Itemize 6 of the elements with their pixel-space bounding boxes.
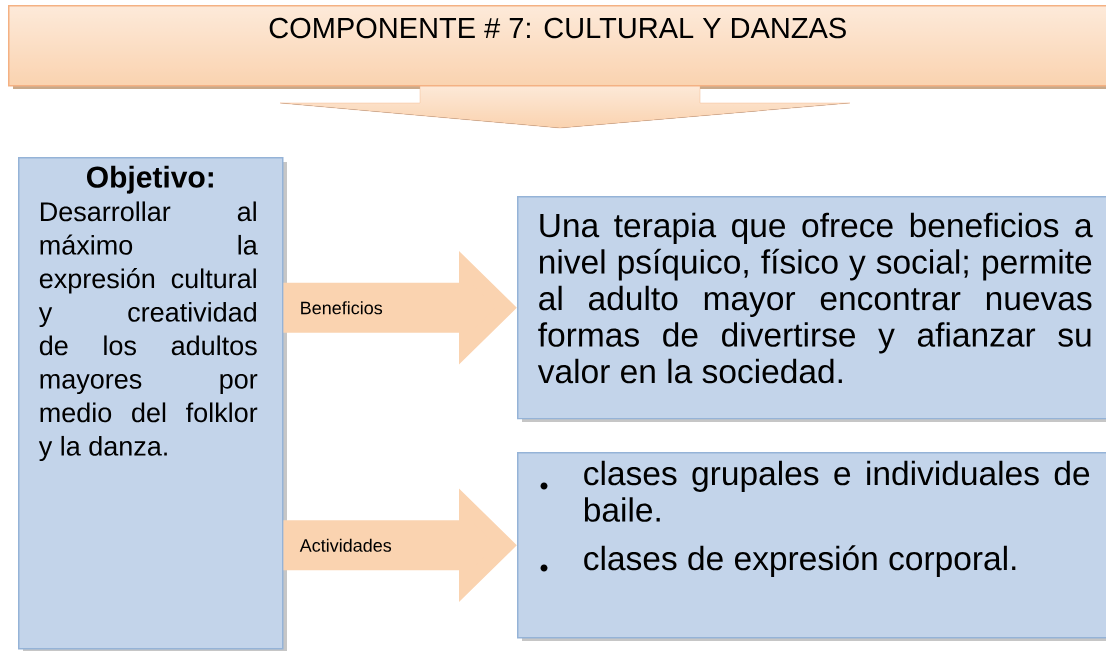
- edge-label: Beneficios: [301, 301, 383, 315]
- title-banner: COMPONENTE # 7: CULTURAL Y DANZAS: [8, 5, 1106, 129]
- edge-label: Actividades: [299, 538, 392, 552]
- bullet-list-box: clases grupales e individuales de baile. clases de expresión corporal.: [517, 452, 1106, 641]
- text-box: Una terapia que ofrece beneficios a nivel psíquico, físico y social; permite al adulto mayor encontrar nuevas formas de divertirse y afianzar su valor en la sociedad.: [517, 196, 1106, 422]
- objective-box: Objetivo: Desarrollar al máximo la expresión cultural y creatividad de los adultos mayores por medio del folklor y la danza.: [18, 157, 287, 651]
